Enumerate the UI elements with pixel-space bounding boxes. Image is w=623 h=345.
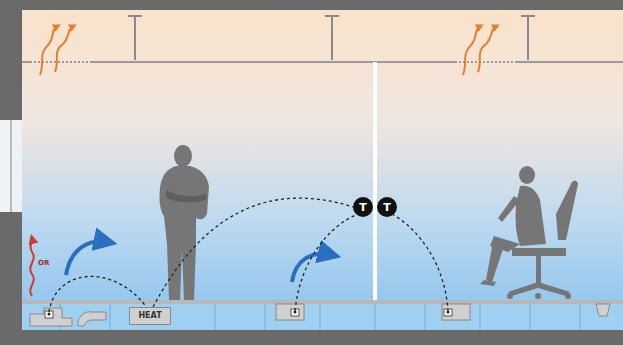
floor-plenum	[22, 302, 623, 330]
supply-air-arrow	[66, 241, 332, 282]
person-standing	[160, 145, 210, 300]
thermostat: T	[377, 197, 397, 217]
heater-box: HEAT	[129, 307, 171, 325]
floor-pedestal	[60, 304, 580, 330]
window	[0, 120, 22, 212]
fan-terminal-unit	[30, 308, 106, 326]
ceiling-line	[22, 62, 623, 63]
wall	[0, 212, 22, 345]
box-label: HEAT	[138, 312, 161, 320]
return-air-arrow	[40, 26, 497, 75]
person-seated	[480, 166, 578, 299]
control-wire	[153, 198, 353, 307]
floor-slab	[0, 330, 623, 345]
thermostat-label: T	[383, 202, 391, 213]
thermostat-label: T	[359, 202, 367, 213]
partition	[373, 62, 377, 302]
thermostat: T	[353, 197, 373, 217]
window-glass	[10, 120, 12, 212]
control-wire	[49, 214, 448, 312]
raised-floor	[22, 300, 623, 304]
note-label: OR	[38, 259, 49, 267]
floor-diffuser	[276, 304, 610, 320]
wall	[0, 0, 22, 120]
heat-arrow	[30, 238, 33, 296]
ceiling-slab	[0, 0, 623, 10]
